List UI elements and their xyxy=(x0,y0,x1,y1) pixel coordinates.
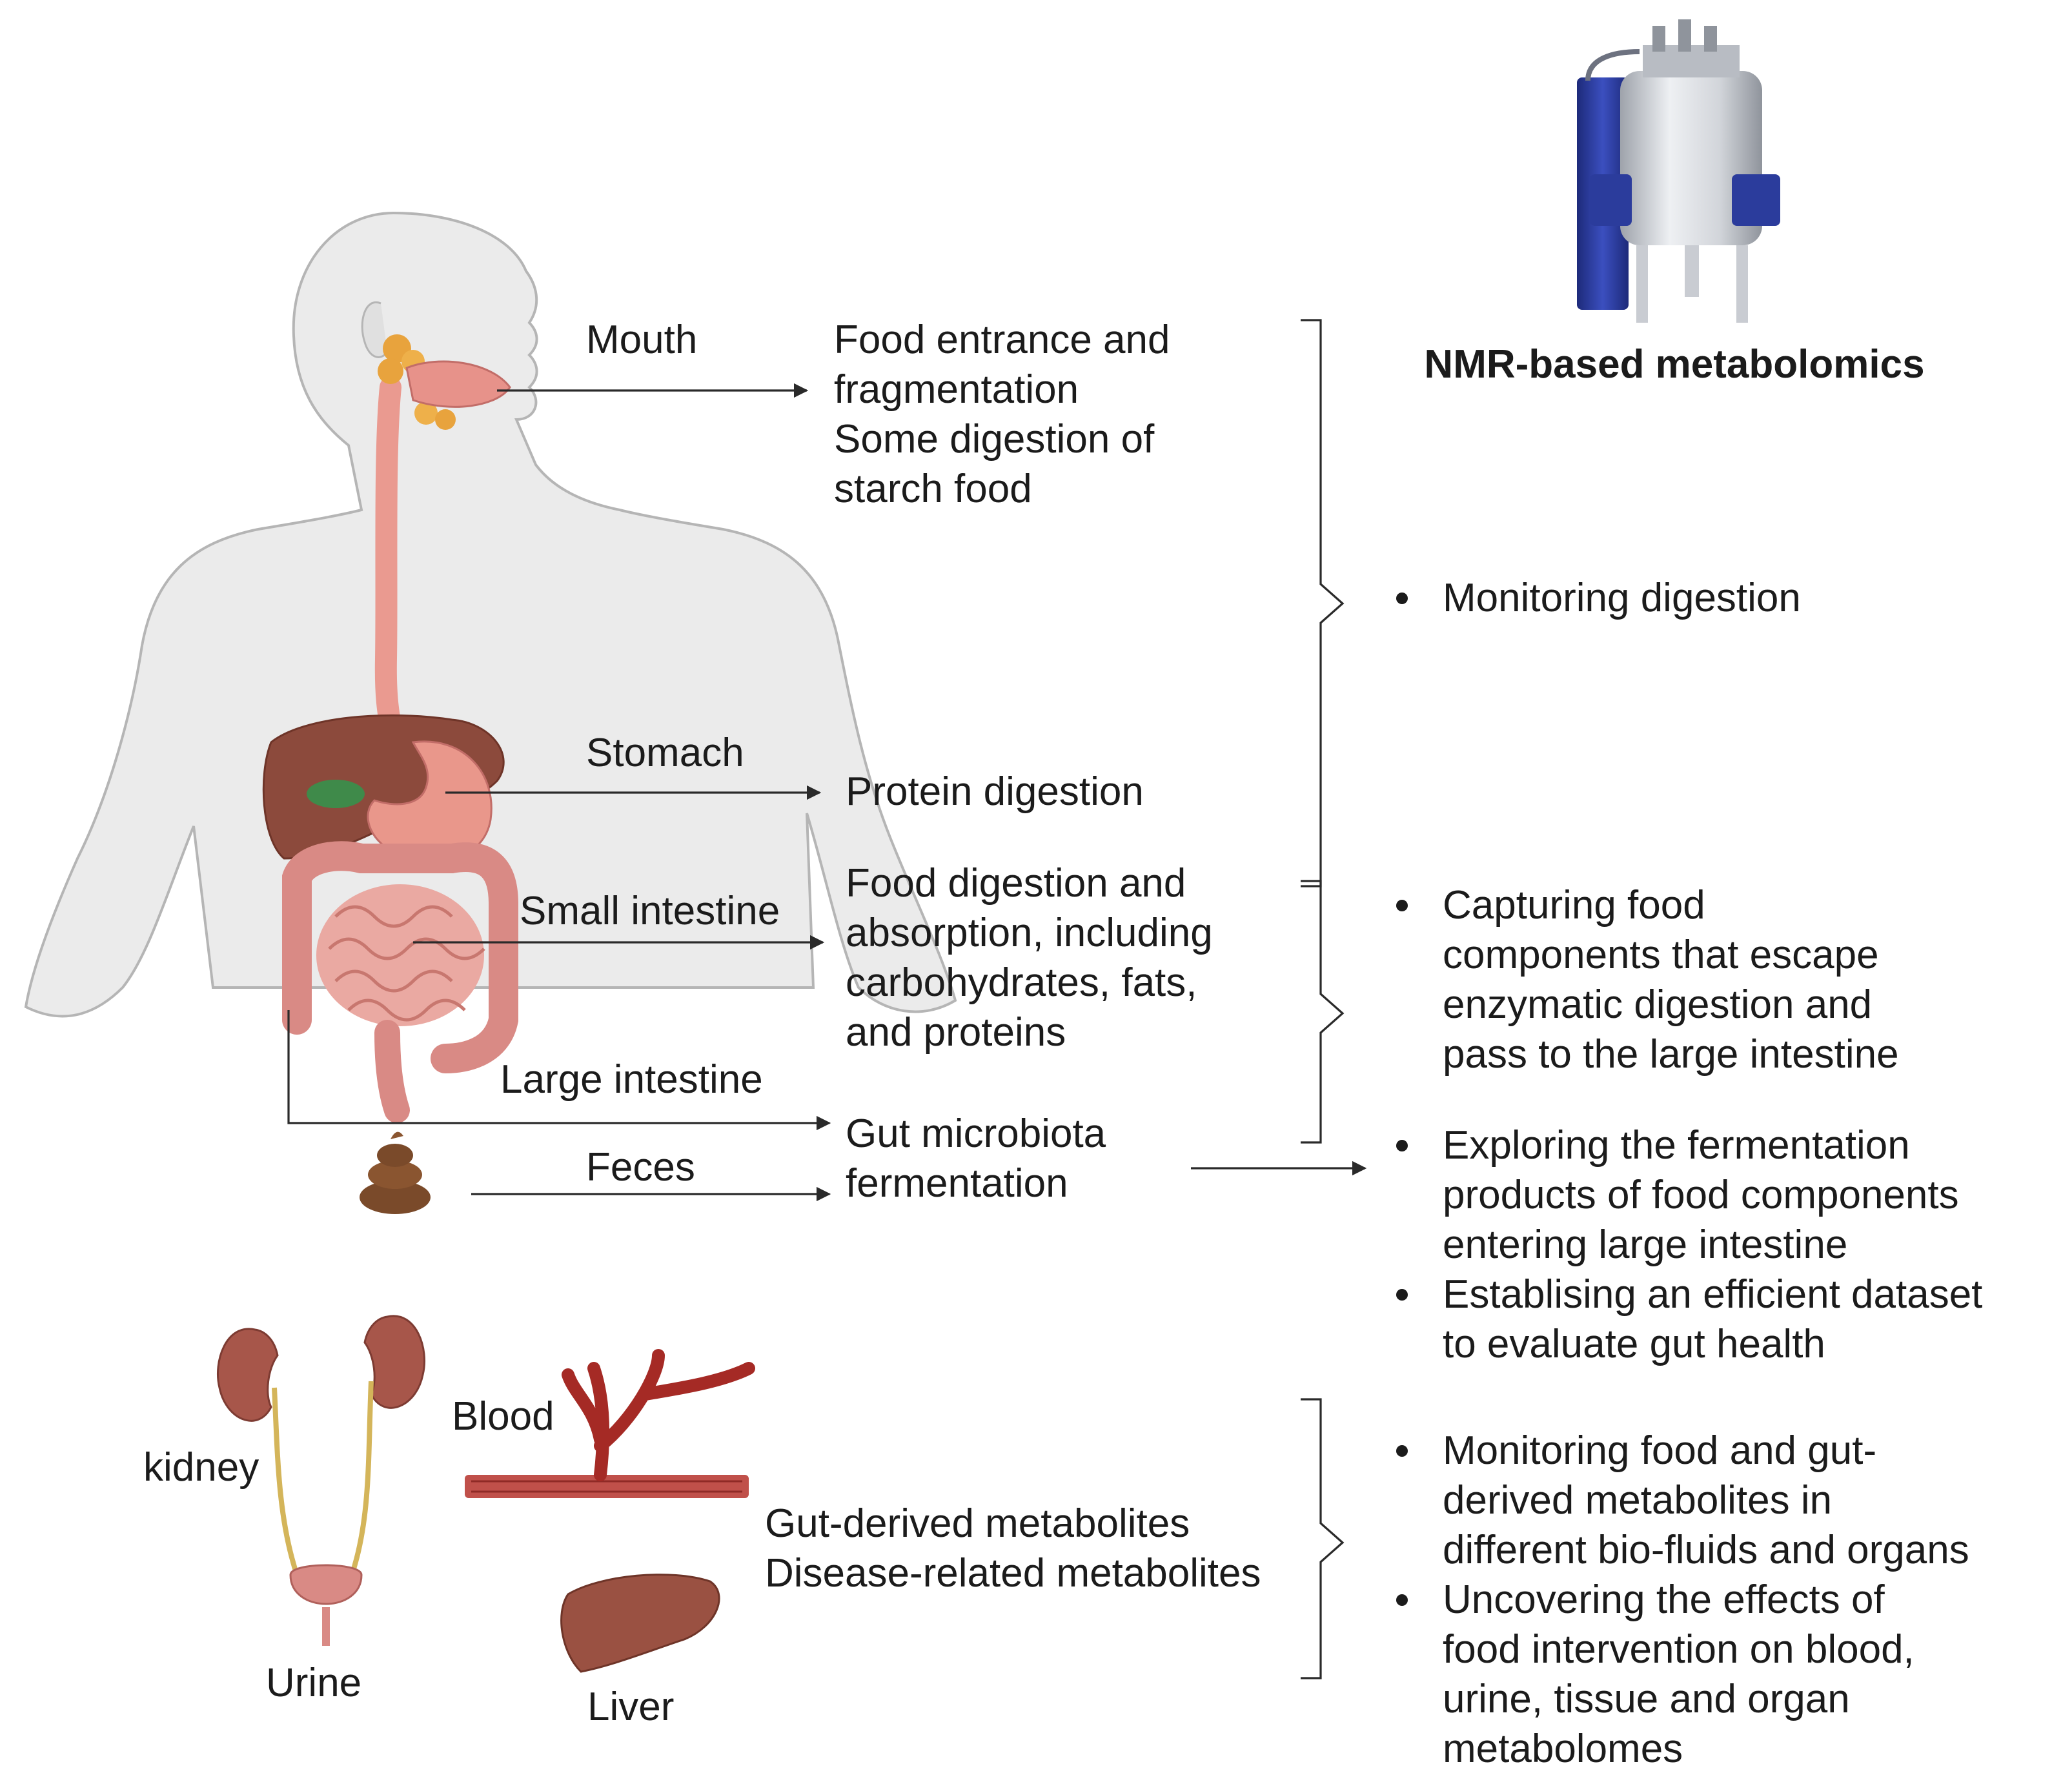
label-feces: Feces xyxy=(586,1145,695,1190)
kidney-left-shape xyxy=(216,1328,279,1422)
feces-icon xyxy=(360,1131,431,1214)
bullet-dot xyxy=(1396,593,1408,604)
blood-vessel-main xyxy=(465,1475,749,1498)
app-establishing-dataset: Establising an efficient dataset to eval… xyxy=(1443,1272,1994,1366)
blood-vessel-branch xyxy=(562,1349,755,1481)
esophagus-shape xyxy=(374,376,405,747)
app-uncovering-effects: Uncovering the effects of food intervent… xyxy=(1443,1577,1925,1771)
bracket-digestion xyxy=(1301,319,1345,887)
function-metabolites: Gut-derived metabolites Disease-related … xyxy=(765,1501,1261,1596)
label-small-intestine: Small intestine xyxy=(520,889,780,933)
label-kidney: kidney xyxy=(143,1445,259,1490)
large-intestine-shape xyxy=(282,841,518,1073)
function-stomach: Protein digestion xyxy=(846,769,1144,814)
label-blood: Blood xyxy=(452,1394,554,1439)
app-monitoring-metabolites: Monitoring food and gut- derived metabol… xyxy=(1443,1428,1969,1572)
salivary-gland-shape xyxy=(378,334,456,430)
bullet-dot xyxy=(1396,1445,1408,1457)
app-capturing-food: Capturing food components that escape en… xyxy=(1443,883,1899,1077)
bullet-dot xyxy=(1396,1289,1408,1301)
function-mouth: Food entrance and fragmentation Some dig… xyxy=(834,318,1181,511)
label-large-intestine: Large intestine xyxy=(500,1057,763,1102)
label-urine: Urine xyxy=(266,1661,361,1705)
bullet-dot xyxy=(1396,1140,1408,1151)
blood-vessel-figure xyxy=(465,1349,755,1498)
arrow-large-intestine xyxy=(287,1010,831,1131)
bullet-dot xyxy=(1396,900,1408,911)
ureter-right xyxy=(349,1381,374,1576)
small-intestine-shape xyxy=(316,884,485,1026)
bracket-large-intestine xyxy=(1301,880,1345,1144)
gallbladder-shape xyxy=(307,780,365,808)
function-gut-fermentation: Gut microbiota fermentation xyxy=(846,1111,1117,1206)
liver-bottom-shape xyxy=(560,1574,720,1673)
app-exploring-fermentation: Exploring the fermentation products of f… xyxy=(1443,1123,1970,1267)
flow-arrows xyxy=(287,383,1367,1202)
ureter-left xyxy=(272,1387,300,1576)
application-list: Monitoring digestion Capturing food comp… xyxy=(1396,576,1994,1771)
label-stomach: Stomach xyxy=(586,731,744,775)
function-small-intestine: Food digestion and absorption, including… xyxy=(846,861,1224,1055)
rectum-shape xyxy=(374,1020,410,1123)
ear-shape xyxy=(361,301,389,358)
bladder-shape xyxy=(289,1564,363,1605)
bracket-metabolites xyxy=(1301,1398,1345,1679)
bullet-dot xyxy=(1396,1594,1408,1606)
label-mouth: Mouth xyxy=(586,318,697,362)
label-liver: Liver xyxy=(587,1685,674,1729)
nmr-spectrometer-icon xyxy=(1577,19,1780,323)
app-monitoring-digestion: Monitoring digestion xyxy=(1443,576,1801,620)
kidney-right-shape xyxy=(363,1315,426,1409)
body-silhouette xyxy=(24,211,957,1018)
human-body-figure xyxy=(24,211,957,1123)
nmr-title: NMR-based metabolomics xyxy=(1424,342,1924,387)
urinary-system-figure xyxy=(216,1315,426,1646)
mouth-cavity-shape xyxy=(405,360,511,408)
